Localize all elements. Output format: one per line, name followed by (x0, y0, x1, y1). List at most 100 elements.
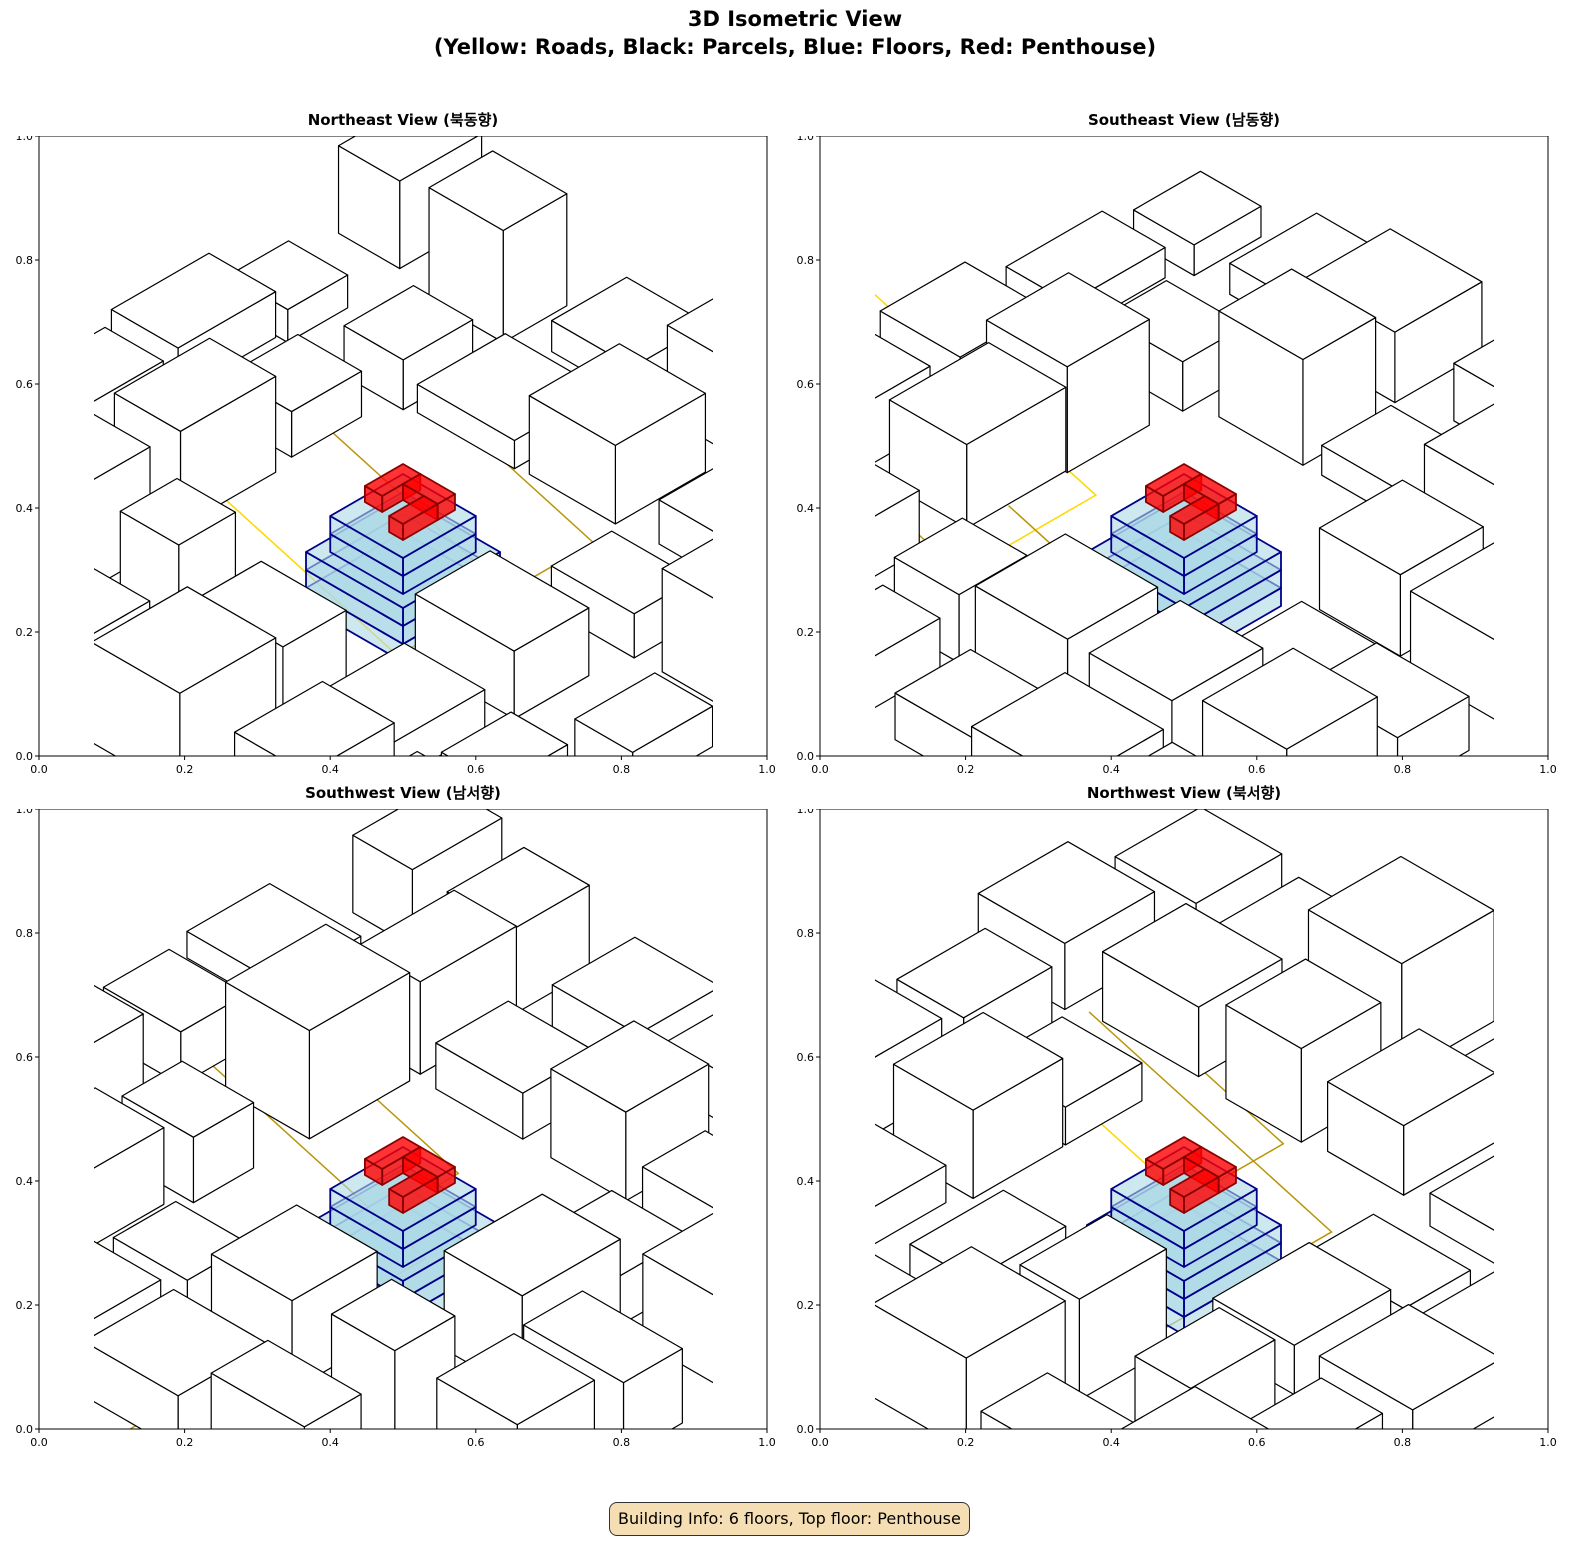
axes-frame (38, 808, 768, 1430)
top-face (1169, 1168, 1220, 1198)
figure-title: 3D Isometric View (Yellow: Roads, Black:… (0, 5, 1590, 61)
top-face (1147, 741, 1198, 756)
top-face (781, 397, 840, 504)
top-face (94, 326, 164, 402)
y-tick-label: 0.6 (797, 1051, 815, 1064)
y-tick-label: 1.0 (16, 136, 34, 143)
side-face (1501, 589, 1571, 723)
parcel-building (1201, 647, 1378, 756)
x-tick-label: 0.2 (957, 1436, 975, 1449)
top-face (1423, 403, 1494, 486)
top-face (330, 1278, 456, 1352)
parcel-building (970, 672, 1164, 756)
parcel-building (1429, 1155, 1571, 1277)
y-tick-label: 0.4 (16, 1175, 34, 1188)
y-tick-label: 0.6 (797, 378, 815, 391)
x-tick-label: 0.4 (321, 1436, 339, 1449)
top-face (980, 1372, 1143, 1429)
x-tick-label: 0.4 (321, 763, 339, 776)
side-face (1530, 1258, 1571, 1339)
x-tick-label: 0.0 (811, 763, 829, 776)
top-face (94, 413, 151, 480)
parcel-building (661, 538, 713, 702)
side-face (1518, 354, 1571, 457)
top-face (642, 1212, 713, 1296)
top-face (1409, 542, 1494, 640)
top-face (388, 1168, 439, 1198)
top-face (388, 495, 439, 525)
axes-southwest: 0.00.00.20.20.40.40.60.60.80.81.01.0 (16, 803, 776, 1449)
top-face (974, 533, 1159, 640)
parcel-building (408, 750, 427, 756)
panel-title: Northwest View (북서향) (1086, 784, 1282, 802)
top-face (110, 252, 277, 349)
parcel-building (875, 1246, 1066, 1429)
parcel-building (792, 584, 941, 722)
axes-frame (819, 135, 1549, 757)
side-face (781, 454, 840, 532)
axes-frame (38, 135, 768, 757)
top-face (888, 342, 1067, 446)
side-face (1518, 1200, 1571, 1277)
y-tick-label: 0.8 (797, 927, 815, 940)
parcel-building (1327, 1028, 1494, 1196)
top-face (909, 1189, 1067, 1281)
scene (781, 170, 1571, 756)
panel-title: Southeast View (남동향) (1087, 111, 1281, 129)
top-face (875, 333, 931, 399)
parcel-building (428, 150, 568, 344)
x-tick-label: 0.6 (467, 1436, 485, 1449)
top-face (233, 680, 395, 756)
top-face (977, 841, 1156, 944)
y-tick-label: 0.0 (797, 1423, 815, 1436)
parcel-building (1120, 1385, 1284, 1469)
y-tick-label: 0.8 (16, 254, 34, 267)
title-line-1: 3D Isometric View (687, 7, 903, 31)
x-tick-label: 0.8 (1394, 763, 1412, 776)
y-tick-label: 0.4 (16, 502, 34, 515)
side-face (792, 1027, 860, 1143)
top-face (781, 470, 813, 566)
parcel-building (875, 1123, 947, 1245)
top-face (94, 1087, 165, 1169)
top-face (661, 538, 713, 599)
top-face (352, 809, 503, 871)
side-face (94, 1346, 179, 1429)
top-face (1429, 1155, 1494, 1231)
penthouse-part (388, 495, 439, 541)
side-face (792, 637, 849, 722)
top-face (1088, 599, 1264, 702)
side-face (1518, 442, 1571, 596)
side-face (781, 481, 841, 596)
x-tick-label: 0.2 (957, 763, 975, 776)
parcel-building (414, 550, 590, 720)
side-face (94, 642, 181, 756)
top-face (781, 1173, 825, 1274)
y-tick-label: 0.0 (16, 750, 34, 763)
top-face (0, 313, 50, 426)
side-face (1186, 1438, 1284, 1469)
top-face (402, 1146, 456, 1178)
side-face (0, 582, 34, 655)
scene (0, 136, 713, 756)
x-tick-label: 0.2 (176, 1436, 194, 1449)
top-face (970, 672, 1164, 756)
top-face (658, 468, 713, 532)
top-face (94, 984, 144, 1044)
x-tick-label: 1.0 (1539, 1436, 1557, 1449)
x-tick-label: 0.2 (176, 763, 194, 776)
top-face (1183, 1146, 1237, 1178)
top-face (428, 150, 568, 232)
side-face (1529, 427, 1571, 530)
top-face (1231, 1377, 1384, 1429)
top-face (1327, 1028, 1494, 1127)
top-face (113, 337, 277, 432)
parcel-building (1231, 1377, 1384, 1429)
top-face (94, 586, 277, 694)
top-face (1543, 540, 1571, 629)
side-face (1555, 1103, 1571, 1206)
top-face (896, 927, 1053, 1019)
top-face (337, 136, 479, 182)
top-face (1529, 385, 1571, 476)
